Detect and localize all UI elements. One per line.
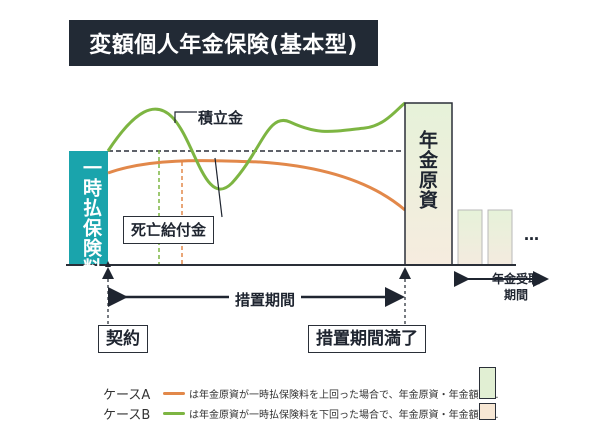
legend-case-a: ケースA は年金原資が一時払保険料を上回った場合で、年金原資・年金額は… — [103, 383, 499, 403]
pension-installment-1 — [457, 209, 483, 266]
lump-sum-bar — [69, 151, 108, 265]
case-a-line — [107, 159, 406, 212]
savings-label: 積立金 — [198, 109, 244, 127]
legend-case-a-box — [479, 367, 496, 399]
lump-sum-premium-label: 一時払保険料 — [80, 158, 102, 278]
legend-case-b: ケースB は年金原資が一時払保険料を下回った場合で、年金原資・年金額は… — [103, 403, 499, 423]
deferment-period-label: 措置期間 — [229, 289, 302, 310]
pension-principal-bar — [404, 102, 453, 266]
pension-installment-2 — [487, 209, 513, 266]
death-benefit-label: 死亡給付金 — [123, 216, 215, 244]
deferment-end-marker-icon — [399, 267, 411, 279]
contract-marker-icon — [102, 261, 114, 279]
legend-case-b-box — [479, 403, 496, 420]
pension-principal-label: 年金原資 — [416, 130, 438, 210]
more-installments-ellipsis: … — [524, 226, 540, 244]
legend-case-b-name: ケースB — [103, 407, 151, 423]
legend-case-a-name: ケースA — [103, 387, 151, 403]
legend-case-b-description: は年金原資が一時払保険料を下回った場合で、年金原資・年金額は… — [189, 409, 499, 421]
death-benefit-leader — [214, 157, 223, 218]
deferment-end-label: 措置期間満了 — [308, 325, 426, 353]
legend-case-b-line-swatch — [163, 411, 185, 415]
savings-leader — [174, 111, 197, 123]
case-b-line — [106, 101, 406, 191]
legend-case-a-description: は年金原資が一時払保険料を上回った場合で、年金原資・年金額は… — [189, 389, 499, 401]
pension-receipt-period-label: 年金受取 期間 — [491, 272, 540, 302]
contract-label: 契約 — [98, 325, 148, 353]
legend-case-a-line-swatch — [163, 391, 185, 395]
page-title: 変額個人年金保険(基本型) — [69, 20, 378, 66]
